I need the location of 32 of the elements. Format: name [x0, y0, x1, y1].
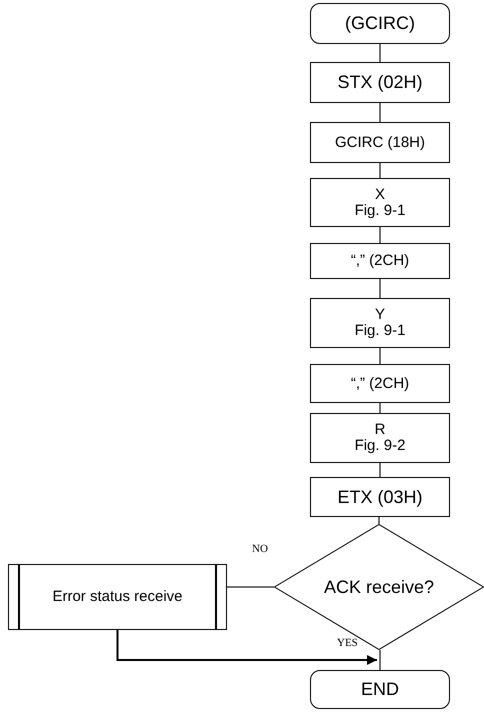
process-box [310, 298, 450, 348]
node-text: X [374, 186, 385, 202]
node-text: END [360, 680, 399, 699]
node-text: Fig. 9-1 [354, 202, 406, 218]
subroutine-box [8, 564, 227, 630]
node-text: ETX (03H) [337, 488, 423, 506]
edge-label: NO [251, 544, 269, 555]
process-box [310, 178, 450, 227]
process-box [310, 413, 450, 463]
process-box [310, 122, 450, 163]
node-text: Error status receive [52, 589, 183, 605]
node-text: R [374, 422, 386, 438]
node-text: Fig. 9-1 [354, 323, 406, 339]
process-box [310, 364, 450, 403]
node-text: Fig. 9-2 [354, 438, 406, 454]
node-text: STX (02H) [337, 73, 423, 92]
decision-diamond [274, 524, 484, 650]
connector-line [226, 586, 274, 588]
edge-label: YES [336, 638, 359, 649]
terminal-box [310, 670, 450, 709]
process-box [310, 477, 450, 517]
process-box [310, 62, 450, 103]
node-text: “,” (2CH) [350, 376, 410, 392]
node-text: ACK receive? [324, 578, 434, 596]
node-text: GCIRC (18H) [334, 134, 425, 150]
node-text: “,” (2CH) [350, 253, 410, 269]
terminal-box [310, 3, 450, 44]
node-text: Y [374, 307, 385, 323]
node-text: (GCIRC) [345, 14, 415, 33]
process-box [310, 243, 450, 279]
arrow [116, 630, 377, 665]
connector-line [378, 516, 380, 524]
